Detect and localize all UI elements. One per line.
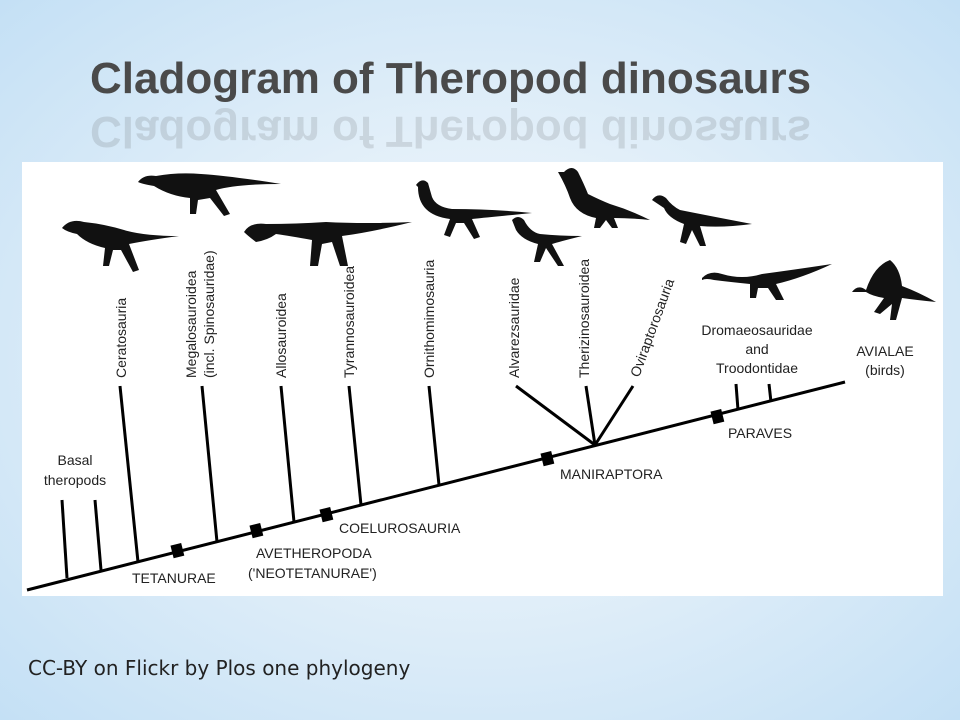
cladogram-svg: Ceratosauria Megalosauroidea (incl. Spin… bbox=[26, 168, 936, 592]
branch-allosauroidea bbox=[279, 385, 296, 523]
label-dromaeosauridae: Dromaeosauridae bbox=[701, 322, 812, 338]
label-ceratosauria: Ceratosauria bbox=[113, 298, 129, 378]
label-oviraptorosauria: Oviraptorosauria bbox=[627, 276, 678, 379]
branch-basal-1 bbox=[60, 499, 69, 579]
label-tetanurae: TETANURAE bbox=[132, 570, 216, 586]
ornithomimid-silhouette-icon bbox=[416, 180, 532, 239]
cladogram-diagram: Ceratosauria Megalosauroidea (incl. Spin… bbox=[22, 162, 943, 596]
label-basal-theropods-1: Basal bbox=[57, 452, 92, 468]
megalosaur-silhouette-icon bbox=[138, 173, 281, 216]
label-ornithomimosauria: Ornithomimosauria bbox=[421, 260, 437, 378]
slide-title: Cladogram of Theropod dinosaurs bbox=[90, 54, 812, 103]
therizinosaur-silhouette-icon bbox=[558, 168, 650, 228]
oviraptorosaur-silhouette-icon bbox=[652, 195, 752, 246]
node-marker-coelurosauria bbox=[319, 506, 334, 523]
dromaeosaur-silhouette-icon bbox=[702, 264, 832, 300]
label-alvarezsauridae: Alvarezsauridae bbox=[506, 277, 522, 378]
node-marker-paraves bbox=[710, 408, 725, 425]
label-therizinosauroidea: Therizinosauroidea bbox=[576, 259, 592, 378]
branch-basal-2 bbox=[93, 499, 103, 571]
label-neotetanurae: ('NEOTETANURAE') bbox=[248, 565, 377, 581]
branch-ornithomimosauria bbox=[427, 385, 441, 486]
label-allosauroidea: Allosauroidea bbox=[273, 293, 289, 378]
branch-oviraptorosauria bbox=[593, 385, 635, 446]
ceratosaur-silhouette-icon bbox=[62, 220, 179, 272]
branch-ceratosauria bbox=[118, 385, 140, 563]
branch-troodontidae bbox=[767, 383, 773, 403]
label-dromaeo-and: and bbox=[745, 341, 768, 357]
alvarezsaurid-silhouette-icon bbox=[512, 217, 582, 266]
label-basal-theropods-2: theropods bbox=[44, 472, 106, 488]
bird-silhouette-icon bbox=[852, 260, 936, 320]
branch-dromaeosauridae bbox=[734, 383, 740, 411]
label-troodontidae: Troodontidae bbox=[716, 360, 798, 376]
node-marker-maniraptora bbox=[540, 450, 555, 467]
label-avialae-birds: (birds) bbox=[865, 362, 905, 378]
branch-megalosauroidea bbox=[200, 385, 219, 543]
branch-alvarezsauridae bbox=[515, 384, 596, 447]
label-megalosauroidea-sub: (incl. Spinosauridae) bbox=[201, 250, 217, 378]
node-marker-tetanurae bbox=[170, 542, 185, 559]
label-avetheropoda: AVETHEROPODA bbox=[256, 545, 372, 561]
label-tyrannosauroidea: Tyrannosauroidea bbox=[341, 266, 357, 378]
label-paraves: PARAVES bbox=[728, 425, 792, 441]
attribution-footer: CC-BY on Flickr by Plos one phylogeny bbox=[28, 656, 411, 680]
branch-therizinosauroidea bbox=[584, 385, 597, 446]
allosaur-silhouette-icon bbox=[244, 222, 412, 266]
node-marker-avetheropoda bbox=[249, 522, 264, 539]
label-megalosauroidea: Megalosauroidea bbox=[183, 270, 199, 378]
branch-tyrannosauroidea bbox=[347, 385, 363, 506]
main-trunk bbox=[26, 380, 846, 592]
label-avialae: AVIALAE bbox=[856, 343, 913, 359]
label-maniraptora: MANIRAPTORA bbox=[560, 466, 663, 482]
slide-title-reflection: Cladogram of Theropod dinosaurs bbox=[90, 107, 812, 156]
label-coelurosauria: COELUROSAURIA bbox=[339, 520, 461, 536]
